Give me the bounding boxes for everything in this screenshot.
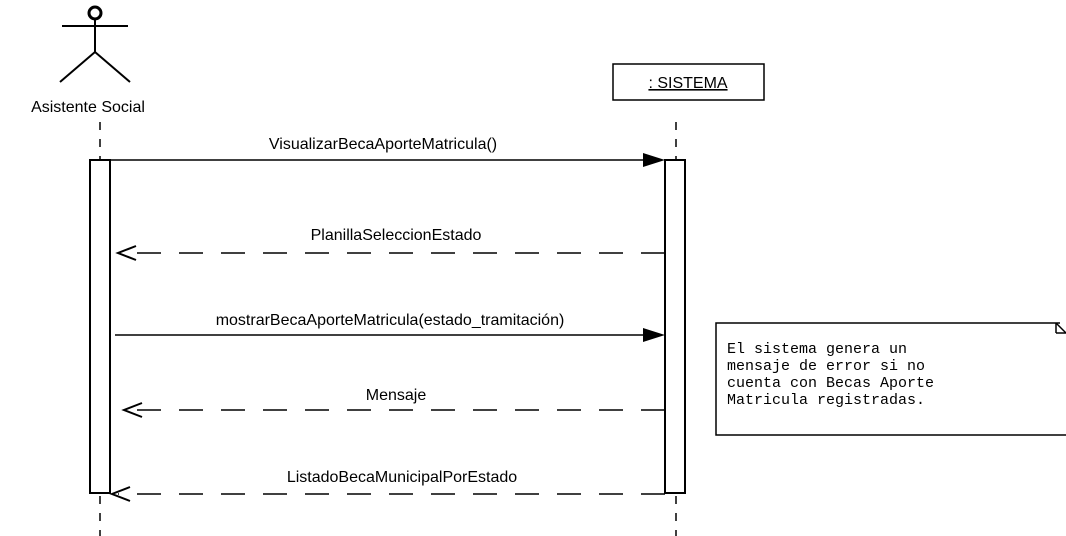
actor-name: Asistente Social [31,99,145,116]
message-label: mostrarBecaAporteMatricula(estado_tramit… [216,312,565,329]
note-border [715,322,1066,436]
message-mostrar: mostrarBecaAporteMatricula(estado_tramit… [115,312,665,342]
arrowhead-open-icon [109,486,131,502]
message-planilla: PlanillaSeleccionEstado [115,227,665,261]
actor-stick-figure-icon [59,5,131,83]
message-visualizar: VisualizarBecaAporteMatricula() [110,136,665,167]
note: El sistema genera un mensaje de error si… [715,322,1066,436]
actor-activation-bar [89,159,111,494]
arrowhead-filled-icon [643,328,665,342]
message-label: ListadoBecaMunicipalPorEstado [287,469,517,486]
message-label: Mensaje [366,387,427,404]
arrowhead-filled-icon [643,153,665,167]
note-fold-icon [1055,322,1066,334]
message-label: PlanillaSeleccionEstado [311,227,482,244]
message-label: VisualizarBecaAporteMatricula() [269,136,497,153]
arrowhead-open-icon [121,402,143,418]
system-object-label: : SISTEMA [648,75,727,92]
message-mensaje: Mensaje [121,387,665,418]
note-line: Matricula registradas. [727,392,925,409]
message-listado: ListadoBecaMunicipalPorEstado [109,469,665,502]
note-line: cuenta con Becas Aporte [727,375,934,392]
system-activation-bar [664,159,686,494]
note-line: El sistema genera un [727,341,907,358]
system-object: : SISTEMA [612,63,765,101]
arrowhead-open-icon [115,245,137,261]
note-line: mensaje de error si no [727,358,925,375]
